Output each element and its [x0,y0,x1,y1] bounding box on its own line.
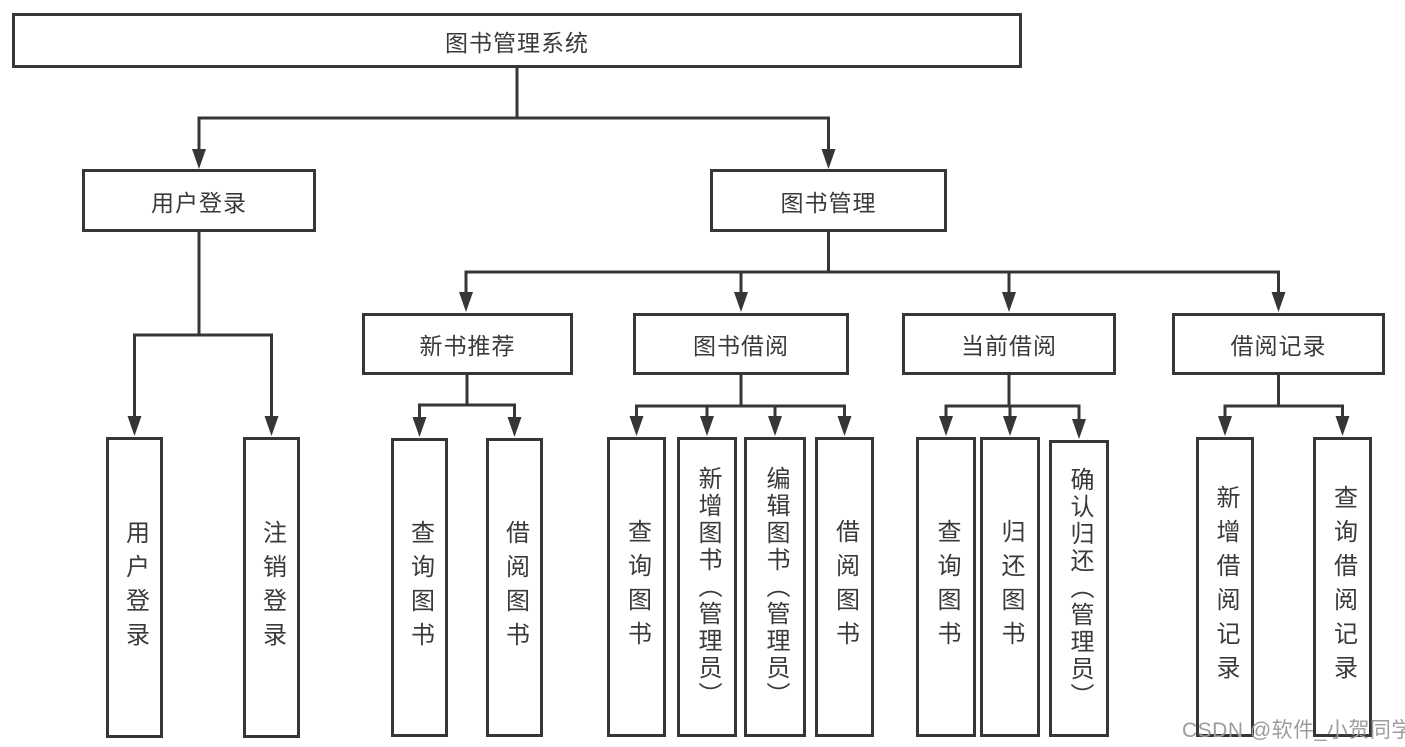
node-return-books: 归还图书 [980,437,1040,737]
node-label: 借阅图书 [831,519,859,655]
node-borrow-books-recommend: 借阅图书 [486,438,543,737]
connector-borrow-records-children [1218,375,1350,436]
node-logout-action: 注销登录 [243,437,300,738]
node-label: 图书管理 [780,189,877,216]
node-label: 注销登录 [258,519,286,656]
connector-book-management-children [459,232,1286,312]
node-add-borrow-record: 新增借阅记录 [1196,437,1254,737]
node-label: 查询图书 [933,519,960,655]
connector-root-to-branches [192,68,836,169]
node-label: 查询图书 [406,519,434,656]
node-label: 新增借阅记录 [1212,485,1239,689]
node-label: 查询借阅记录 [1329,485,1357,689]
node-edit-books-admin: 编辑图书（管理员） [744,437,806,737]
node-label: 当前借阅 [961,333,1057,359]
node-query-books-recommend: 查询图书 [391,438,448,737]
node-query-books-current: 查询图书 [916,437,976,737]
node-label: 查询图书 [623,519,651,655]
node-label: 借阅记录 [1230,333,1327,359]
node-system-root: 图书管理系统 [12,13,1022,68]
node-new-book-recommendation: 新书推荐 [362,313,573,375]
connector-book-borrowing-children [629,375,852,436]
node-user-login: 用户登录 [82,169,316,232]
node-label: 新书推荐 [419,333,516,359]
node-borrow-records: 借阅记录 [1172,313,1385,375]
connector-new-book-children [412,375,522,437]
node-query-books-borrowing: 查询图书 [607,437,666,737]
node-label: 用户登录 [121,519,149,656]
node-label: 新增图书（管理员） [694,465,721,709]
node-query-borrow-record: 查询借阅记录 [1313,437,1372,737]
connector-current-borrowing-children [939,375,1086,439]
node-label: 图书管理系统 [445,29,589,56]
node-book-borrowing: 图书借阅 [633,313,849,375]
connector-user-login-children [127,232,279,436]
node-label: 用户登录 [151,189,247,216]
node-current-borrowing: 当前借阅 [902,313,1116,375]
node-book-management: 图书管理 [710,169,947,232]
node-borrow-books-action: 借阅图书 [815,437,874,737]
node-label: 确认归还（管理员） [1066,467,1093,710]
node-label: 编辑图书（管理员） [762,465,789,709]
node-label: 图书借阅 [693,333,789,359]
node-label: 借阅图书 [501,519,529,656]
node-confirm-return-admin: 确认归还（管理员） [1049,440,1109,737]
csdn-watermark: CSDN @软件_小贺同学 [1182,719,1405,742]
node-user-login-action: 用户登录 [106,437,163,738]
node-add-books-admin: 新增图书（管理员） [677,437,737,737]
node-label: 归还图书 [997,519,1024,655]
